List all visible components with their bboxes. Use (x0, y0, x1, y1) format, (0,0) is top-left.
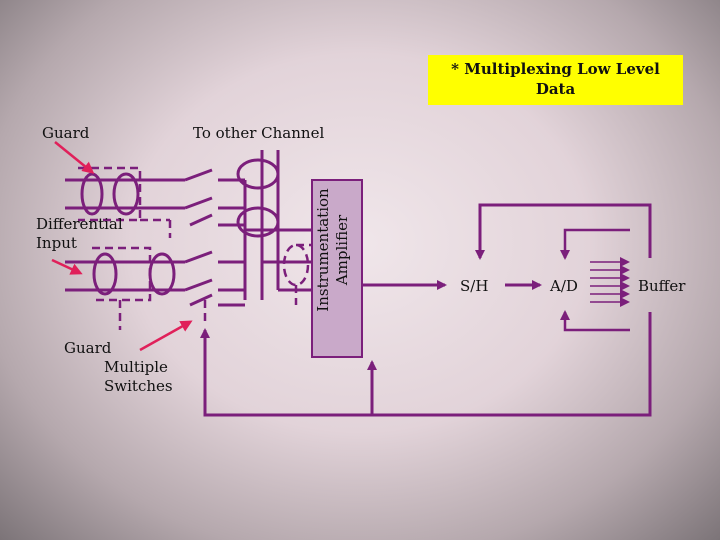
amp-line-1: Instrumentation (314, 188, 332, 312)
multiplexer-switches (184, 168, 245, 307)
title-line-1: Multiplexing Low Level (464, 60, 660, 78)
label-pointers (51, 141, 193, 352)
control-line-adc-bottom (560, 310, 630, 332)
control-line-adc (560, 228, 630, 260)
adc-to-buffer-bus (590, 257, 630, 307)
control-line-sh (475, 203, 652, 260)
amplifier-label: Instrumentation Amplifier (314, 150, 358, 350)
guard-switches-label: Guard Multiple Switches (64, 339, 173, 396)
guard-bus (282, 243, 312, 305)
to-other-channel-label: To other Channel (193, 124, 325, 142)
title-bullet: * (451, 60, 460, 78)
title-line-2: Data (535, 80, 576, 98)
differential-line-2: Input (36, 234, 77, 252)
feedback-line (200, 312, 652, 417)
differential-line-1: Differential (36, 215, 123, 233)
adc-label: A/D (550, 277, 578, 295)
buffer-label: Buffer (638, 277, 686, 295)
slide-title-box: * Multiplexing Low Level Data (428, 55, 683, 105)
guard-shield-1 (78, 166, 172, 238)
sample-hold-label: S/H (460, 277, 489, 295)
guard-switches-line-1: Guard (64, 339, 112, 357)
amp-line-2: Amplifier (333, 214, 351, 286)
input-channel-2 (65, 252, 185, 296)
instrumentation-amplifier-box (311, 179, 363, 358)
input-channel-1 (65, 172, 185, 216)
guard-switches-line-2: Multiple (104, 358, 168, 376)
differential-input-label: Differential Input (36, 215, 123, 253)
guard-shield-2 (92, 246, 207, 330)
guard-switches-line-3: Switches (104, 377, 173, 395)
multiplexer-bus (236, 150, 312, 300)
guard-label: Guard (42, 124, 90, 142)
